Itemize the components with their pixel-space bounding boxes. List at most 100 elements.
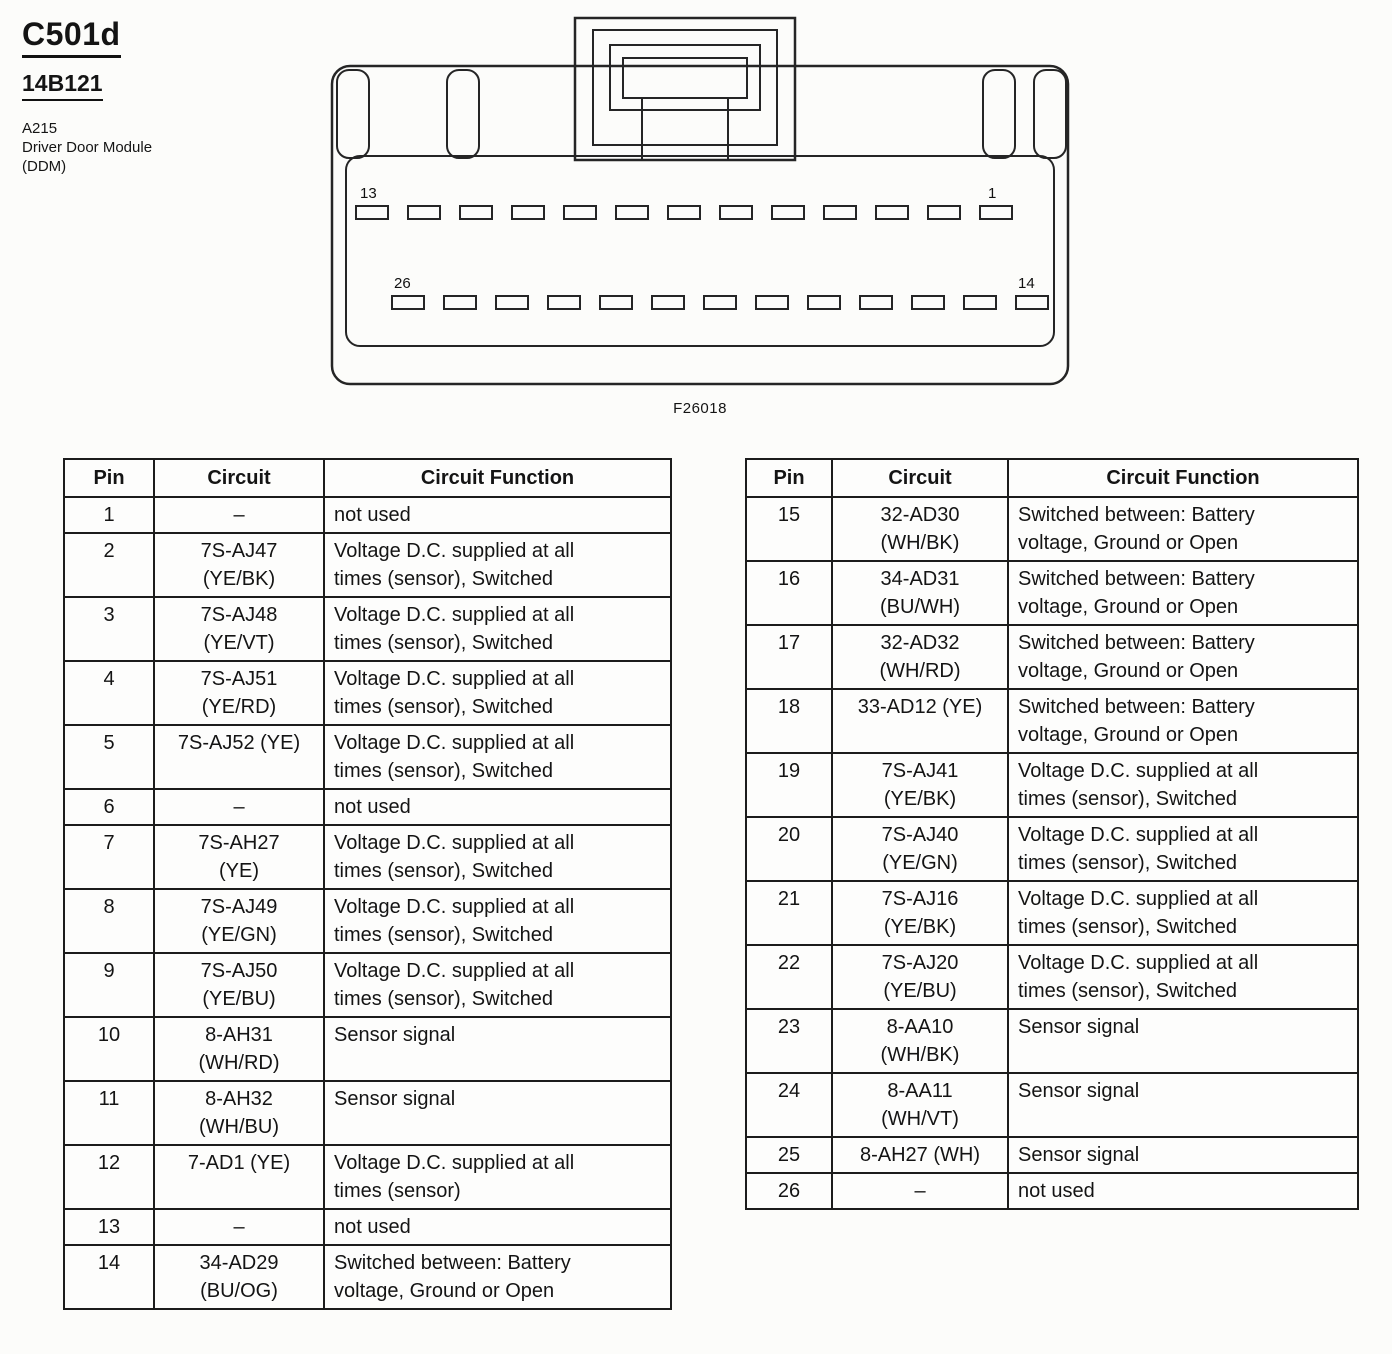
column-header-circuit-function: Circuit Function	[323, 458, 672, 498]
circuit-cell: –	[153, 1208, 325, 1246]
pin-cell: 7	[63, 824, 155, 890]
pin-slot	[719, 205, 753, 220]
function-cell: Voltage D.C. supplied at all times (sens…	[1007, 816, 1359, 882]
pin-row-top	[355, 205, 1013, 220]
circuit-cell: –	[831, 1172, 1009, 1210]
circuit-cell: 7S-AJ52 (YE)	[153, 724, 325, 790]
pin-cell: 12	[63, 1144, 155, 1210]
connector-id: C501d	[22, 16, 121, 58]
pin-slot	[963, 295, 997, 310]
pin-cell: 1	[63, 496, 155, 534]
circuit-cell: 7S-AJ47 (YE/BK)	[153, 532, 325, 598]
circuit-cell: 7S-AJ40 (YE/GN)	[831, 816, 1009, 882]
pin-cell: 24	[745, 1072, 833, 1138]
pin-cell: 3	[63, 596, 155, 662]
pin-label-top-left: 13	[360, 185, 377, 202]
latch-tongue	[641, 97, 729, 161]
column-header-pin: Pin	[745, 458, 833, 498]
pin-slot	[407, 205, 441, 220]
function-cell: Voltage D.C. supplied at all times (sens…	[323, 1144, 672, 1210]
function-cell: Sensor signal	[1007, 1136, 1359, 1174]
pin-slot	[667, 205, 701, 220]
pin-cell: 18	[745, 688, 833, 754]
pin-slot	[547, 295, 581, 310]
pin-label-bottom-right: 14	[1018, 275, 1035, 292]
table-row: 6–not used	[63, 788, 672, 826]
circuit-cell: 8-AH31 (WH/RD)	[153, 1016, 325, 1082]
circuit-cell: 32-AD32 (WH/RD)	[831, 624, 1009, 690]
pin-cell: 5	[63, 724, 155, 790]
part-number: 14B121	[22, 70, 103, 101]
pin-cell: 13	[63, 1208, 155, 1246]
pin-slot	[391, 295, 425, 310]
circuit-cell: 7S-AJ50 (YE/BU)	[153, 952, 325, 1018]
guide-tab	[1033, 69, 1067, 159]
circuit-cell: 7S-AH27 (YE)	[153, 824, 325, 890]
pin-cell: 25	[745, 1136, 833, 1174]
pin-slot	[563, 205, 597, 220]
function-cell: not used	[323, 496, 672, 534]
function-cell: Sensor signal	[1007, 1008, 1359, 1074]
pin-slot	[443, 295, 477, 310]
function-cell: Switched between: Battery voltage, Groun…	[1007, 560, 1359, 626]
pin-slot	[875, 205, 909, 220]
pin-cell: 10	[63, 1016, 155, 1082]
pin-slot	[1015, 295, 1049, 310]
circuit-cell: 8-AH32 (WH/BU)	[153, 1080, 325, 1146]
connector-inner-face	[345, 155, 1055, 347]
circuit-cell: –	[153, 496, 325, 534]
function-cell: not used	[323, 788, 672, 826]
connector-outer-body	[330, 64, 1070, 386]
guide-tab	[446, 69, 480, 159]
circuit-cell: 7-AD1 (YE)	[153, 1144, 325, 1210]
circuit-cell: 7S-AJ41 (YE/BK)	[831, 752, 1009, 818]
circuit-cell: 7S-AJ51 (YE/RD)	[153, 660, 325, 726]
pin-slot	[859, 295, 893, 310]
column-header-circuit: Circuit	[153, 458, 325, 498]
circuit-cell: 8-AH27 (WH)	[831, 1136, 1009, 1174]
pin-cell: 8	[63, 888, 155, 954]
pin-cell: 26	[745, 1172, 833, 1210]
pin-cell: 4	[63, 660, 155, 726]
latch-slot	[622, 57, 748, 99]
circuit-cell: 7S-AJ20 (YE/BU)	[831, 944, 1009, 1010]
module-abbr: (DDM)	[22, 158, 67, 175]
pin-cell: 20	[745, 816, 833, 882]
connector-diagram: 13 1 26 14	[320, 8, 1080, 408]
pin-slot	[615, 205, 649, 220]
circuit-cell: 34-AD29 (BU/OG)	[153, 1244, 325, 1310]
function-cell: Sensor signal	[323, 1080, 672, 1146]
table-header-row: Pin Circuit Circuit Function	[745, 458, 1359, 498]
pin-label-top-right: 1	[988, 185, 996, 202]
circuit-cell: 8-AA11 (WH/VT)	[831, 1072, 1009, 1138]
pin-slot	[927, 205, 961, 220]
circuit-cell: 8-AA10 (WH/BK)	[831, 1008, 1009, 1074]
latch-inner	[609, 44, 761, 111]
function-cell: Sensor signal	[1007, 1072, 1359, 1138]
pin-cell: 14	[63, 1244, 155, 1310]
pin-cell: 16	[745, 560, 833, 626]
function-cell: Voltage D.C. supplied at all times (sens…	[323, 724, 672, 790]
pin-slot	[979, 205, 1013, 220]
pin-slot	[911, 295, 945, 310]
pin-slot	[599, 295, 633, 310]
module-code: A215	[22, 120, 58, 137]
pin-slot	[355, 205, 389, 220]
function-cell: Voltage D.C. supplied at all times (sens…	[323, 824, 672, 890]
function-cell: Voltage D.C. supplied at all times (sens…	[323, 532, 672, 598]
function-cell: Sensor signal	[323, 1016, 672, 1082]
